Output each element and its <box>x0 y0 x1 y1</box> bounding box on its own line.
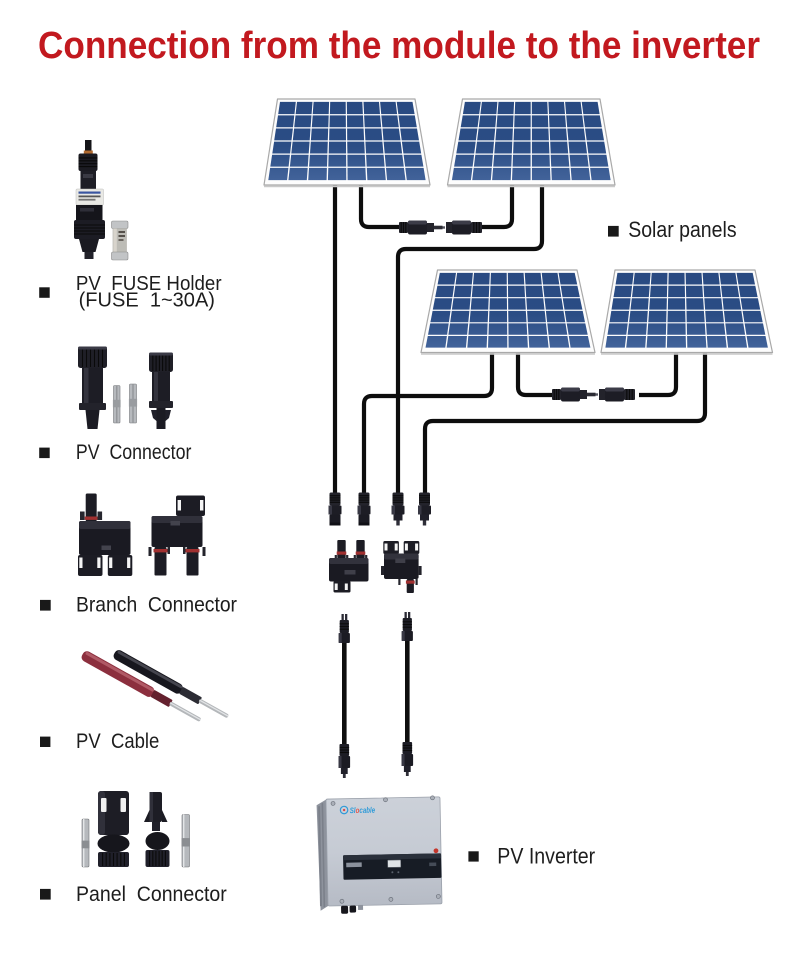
svg-text:Branch Connector: Branch Connector <box>76 594 237 617</box>
svg-text:Panel Connector: Panel Connector <box>76 883 227 906</box>
svg-text:Connection from the module to: Connection from the module to the invert… <box>38 25 760 67</box>
svg-text:PV Inverter: PV Inverter <box>497 844 595 869</box>
svg-text:PV Connector: PV Connector <box>76 441 192 464</box>
svg-text:Solar panels: Solar panels <box>628 217 736 242</box>
svg-text:(FUSE 1~30A): (FUSE 1~30A) <box>79 289 215 312</box>
svg-text:Slocable: Slocable <box>350 806 376 815</box>
svg-text:PV FUSE Holder: PV FUSE Holder <box>76 272 222 295</box>
svg-text:PV Cable: PV Cable <box>76 730 159 753</box>
